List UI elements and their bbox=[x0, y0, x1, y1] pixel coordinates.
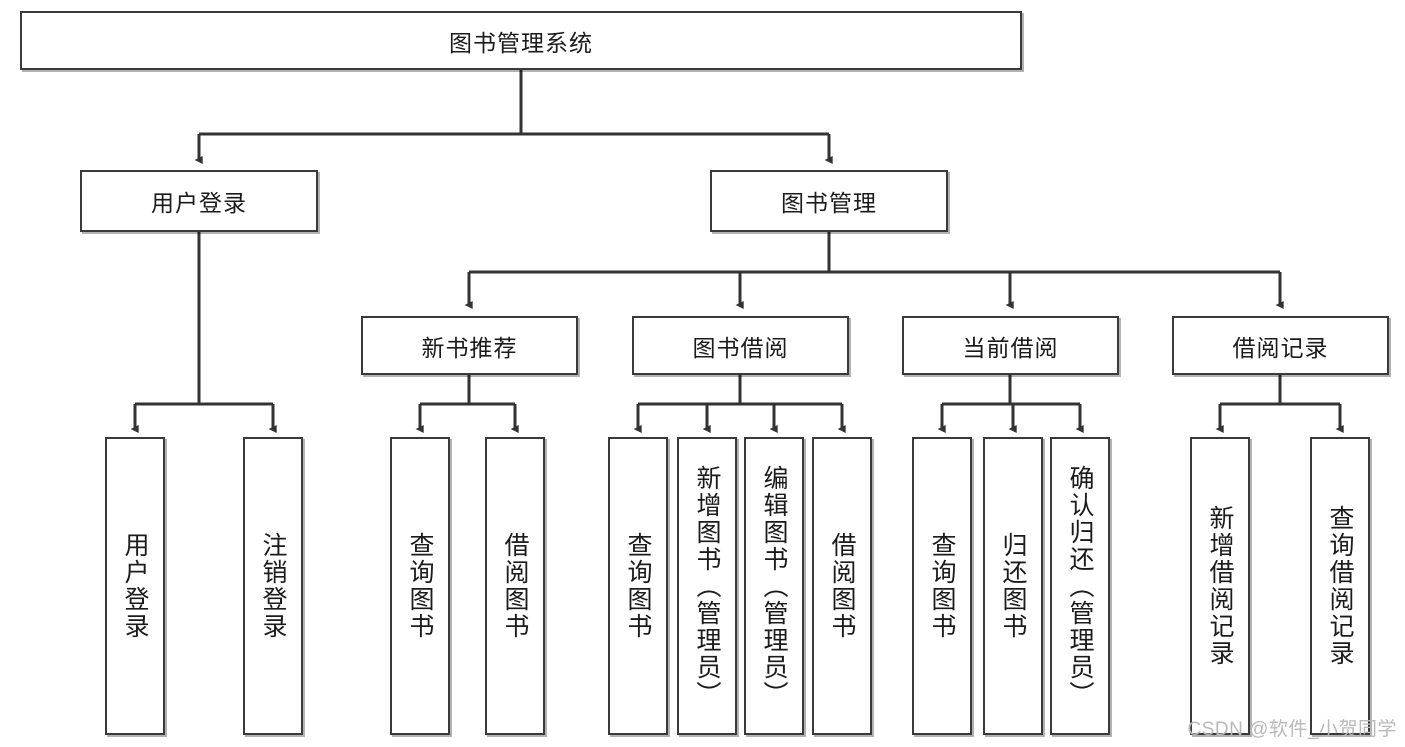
node-root[interactable]: 图书管理系统 bbox=[20, 11, 1022, 70]
node-current-borrow-label: 当前借阅 bbox=[962, 334, 1059, 361]
leaf-return-book-label: 归还图书 bbox=[999, 532, 1027, 640]
node-borrow-record-label: 借阅记录 bbox=[1232, 334, 1329, 361]
node-current-borrow[interactable]: 当前借阅 bbox=[902, 316, 1119, 375]
leaf-query-record-label: 查询借阅记录 bbox=[1326, 505, 1354, 667]
leaf-query-book-1[interactable]: 查询图书 bbox=[390, 437, 450, 735]
leaf-add-book-label: 新增图书（管理员） bbox=[693, 464, 721, 708]
leaf-query-book-3[interactable]: 查询图书 bbox=[912, 437, 972, 735]
leaf-borrow-book-2[interactable]: 借阅图书 bbox=[812, 437, 872, 735]
leaf-return-book[interactable]: 归还图书 bbox=[983, 437, 1043, 735]
leaf-user-login[interactable]: 用户登录 bbox=[105, 437, 165, 735]
leaf-add-record[interactable]: 新增借阅记录 bbox=[1190, 437, 1250, 735]
node-book-manage-label: 图书管理 bbox=[781, 190, 877, 216]
leaf-confirm-return[interactable]: 确认归还（管理员） bbox=[1050, 437, 1110, 735]
leaf-borrow-book-2-label: 借阅图书 bbox=[828, 532, 856, 640]
node-user-login[interactable]: 用户登录 bbox=[80, 170, 318, 232]
leaf-logout-label: 注销登录 bbox=[259, 532, 287, 640]
leaf-add-record-label: 新增借阅记录 bbox=[1206, 505, 1234, 667]
node-new-book-rec[interactable]: 新书推荐 bbox=[361, 316, 578, 375]
node-borrow-record[interactable]: 借阅记录 bbox=[1172, 316, 1389, 375]
node-user-login-label: 用户登录 bbox=[151, 190, 247, 216]
leaf-query-book-2[interactable]: 查询图书 bbox=[608, 437, 668, 735]
leaf-confirm-return-label: 确认归还（管理员） bbox=[1066, 464, 1094, 708]
leaf-user-login-label: 用户登录 bbox=[121, 532, 149, 640]
leaf-edit-book-label: 编辑图书（管理员） bbox=[760, 464, 788, 708]
node-book-borrow-label: 图书借阅 bbox=[692, 334, 789, 361]
leaf-query-record[interactable]: 查询借阅记录 bbox=[1310, 437, 1370, 735]
node-book-manage[interactable]: 图书管理 bbox=[710, 170, 948, 232]
leaf-edit-book[interactable]: 编辑图书（管理员） bbox=[744, 437, 804, 735]
node-new-book-rec-label: 新书推荐 bbox=[421, 334, 518, 361]
watermark: CSDN @软件_小贺同学 bbox=[1187, 719, 1397, 740]
leaf-query-book-3-label: 查询图书 bbox=[928, 532, 956, 640]
leaf-query-book-2-label: 查询图书 bbox=[624, 532, 652, 640]
leaf-query-book-1-label: 查询图书 bbox=[406, 532, 434, 640]
leaf-logout[interactable]: 注销登录 bbox=[243, 437, 303, 735]
leaf-borrow-book-1-label: 借阅图书 bbox=[501, 532, 529, 640]
leaf-add-book[interactable]: 新增图书（管理员） bbox=[677, 437, 737, 735]
node-root-label: 图书管理系统 bbox=[449, 29, 593, 56]
node-book-borrow[interactable]: 图书借阅 bbox=[632, 316, 849, 375]
leaf-borrow-book-1[interactable]: 借阅图书 bbox=[485, 437, 545, 735]
